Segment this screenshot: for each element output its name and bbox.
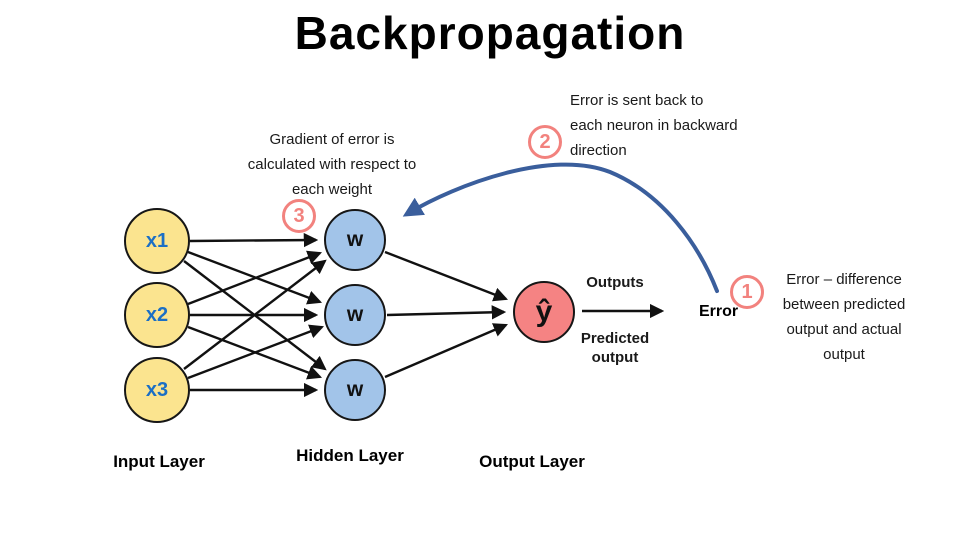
hidden-node-3: w — [324, 359, 386, 421]
step-2-number: 2 — [539, 130, 551, 153]
step-2-note: Error is sent back to each neuron in bac… — [570, 92, 738, 159]
step-1-badge: 1 — [730, 275, 764, 309]
step-1-note: Error – difference between predicted out… — [782, 271, 906, 363]
connection-x3-w1 — [183, 259, 327, 370]
connection-x2-w3 — [187, 325, 323, 380]
hidden-layer-label: Hidden Layer — [296, 446, 404, 465]
connection-w2-y — [386, 305, 507, 320]
step-1-number: 1 — [741, 280, 753, 303]
input-node-x3: x3 — [124, 357, 190, 423]
connection-x1-w2 — [187, 250, 323, 305]
outputs-label: Outputs — [586, 274, 644, 291]
hidden-node-1-label: w — [346, 228, 364, 251]
page-title: Backpropagation — [294, 7, 686, 59]
connection-x1-w3 — [183, 260, 327, 371]
hidden-node-3-label: w — [346, 378, 364, 401]
error-label: Error — [699, 303, 739, 320]
step-3-badge: 3 — [282, 199, 316, 233]
input-node-x2: x2 — [124, 282, 190, 348]
input-node-x3-label: x3 — [145, 378, 169, 401]
predicted-output-label: Predicted output — [580, 330, 650, 366]
connection-x3-w2 — [187, 324, 325, 380]
connection-w3-y — [384, 323, 508, 379]
connection-x2-w1 — [187, 250, 323, 306]
input-hidden-connections — [183, 232, 327, 398]
connection-w1-y — [384, 250, 509, 302]
connection-x1-w1 — [189, 232, 319, 248]
hidden-node-2: w — [324, 284, 386, 346]
input-node-x1: x1 — [124, 208, 190, 274]
output-node-label: ŷ — [535, 295, 553, 328]
input-node-x1-label: x1 — [145, 229, 169, 252]
step-2-badge: 2 — [528, 125, 562, 159]
step-3-number: 3 — [293, 204, 305, 227]
step-3-note: Gradient of error is calculated with res… — [247, 131, 417, 198]
hidden-node-2-label: w — [346, 303, 364, 326]
input-layer-label: Input Layer — [113, 452, 205, 471]
input-node-x2-label: x2 — [145, 303, 169, 326]
output-node: ŷ — [513, 281, 575, 343]
output-layer-label: Output Layer — [479, 452, 585, 471]
hidden-node-1: w — [324, 209, 386, 271]
hidden-output-connections — [384, 250, 509, 379]
backward-error-arrow — [402, 162, 719, 293]
